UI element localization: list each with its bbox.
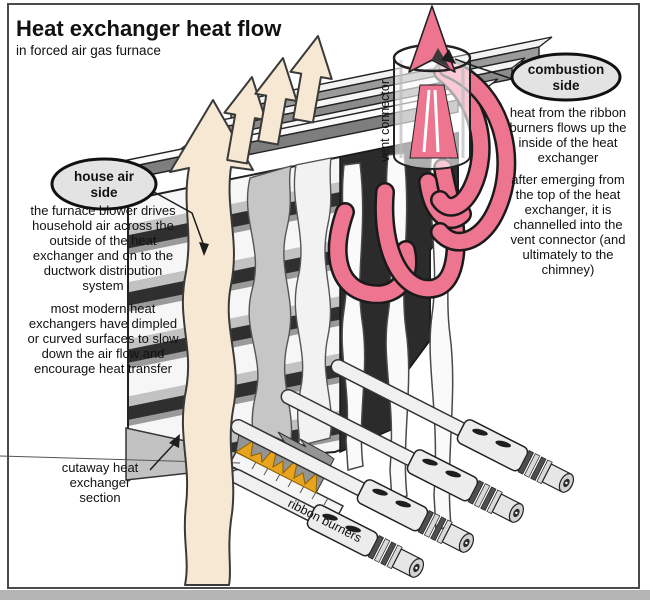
combustion-exit-arrow-shade: [432, 48, 450, 68]
house-air-p2-line2: exchangers have dimpled: [29, 316, 177, 331]
house-air-paragraph-1: the furnace blower drives household air …: [30, 203, 176, 293]
ribbon-burner-3: [280, 388, 525, 523]
combustion-p1-line3: inside of the heat: [518, 135, 617, 150]
dimpled-surface-gray: [246, 164, 293, 457]
house-air-p1-line3: outside of the heat: [50, 233, 157, 248]
diagram-title: Heat exchanger heat flow: [16, 16, 282, 41]
house-air-p2-line4: down the air flow and: [42, 346, 165, 361]
cutaway-label-line2: exchanger: [70, 475, 131, 490]
house-air-p1-line6: system: [82, 278, 123, 293]
combustion-p1-line4: exchanger: [538, 150, 599, 165]
house-air-p1-line4: exchanger and on to the: [33, 248, 173, 263]
combustion-leader: [454, 58, 513, 80]
flue-streams-in-cylinder: [409, 84, 459, 159]
house-air-p2-line1: most modern heat: [51, 301, 156, 316]
combustion-p2-line3: exchanger, it is: [525, 202, 612, 217]
exit-arrow-2: [254, 57, 298, 146]
leader-lines: [149, 49, 513, 471]
combustion-p1-line1: heat from the ribbon: [510, 105, 626, 120]
dimpled-surface-white: [293, 157, 332, 448]
combustion-ribbons: [327, 58, 517, 305]
house-air-side-label-2: side: [90, 185, 118, 200]
combustion-paragraph-1: heat from the ribbon burners flows up th…: [509, 105, 626, 165]
house-air-p2-line5: encourage heat transfer: [34, 361, 173, 376]
diagram-subtitle: in forced air gas furnace: [16, 43, 161, 58]
cutaway-leader: [149, 443, 175, 471]
house-air-paragraph-2: most modern heat exchangers have dimpled…: [27, 301, 179, 376]
combustion-side-badge: [510, 52, 622, 102]
house-air-exit-arrows: [223, 35, 333, 165]
combustion-p2-line7: chimney): [542, 262, 595, 277]
ribbon-burner-1: [229, 468, 425, 578]
combustion-side-label-1: combustion: [528, 62, 605, 77]
cutaway-label-line3: section: [79, 490, 120, 505]
house-air-leader-arrowhead: [199, 242, 209, 256]
combustion-paragraph-2: after emerging from the top of the heat …: [511, 172, 626, 277]
house-air-side-label-1: house air: [74, 169, 135, 184]
cutaway-label: cutaway heat exchanger section: [62, 460, 139, 505]
combustion-p2-line2: the top of the heat: [516, 187, 621, 202]
ribbon-burner-assemblies: [229, 358, 575, 578]
combustion-exit-arrow: [408, 5, 456, 73]
ribbon-burner-4: [330, 358, 575, 493]
stream-divider-1: [422, 89, 431, 153]
house-air-p1-line5: ductwork distribution: [44, 263, 163, 278]
combustion-side-label-2: side: [552, 78, 580, 93]
vent-connector-label: vent connector: [378, 80, 392, 162]
house-air-leader: [153, 191, 205, 247]
bottom-strip: [0, 590, 650, 600]
cutaway-label-line1: cutaway heat: [62, 460, 139, 475]
house-air-p1-line2: household air across the: [32, 218, 174, 233]
combustion-p1-line2: burners flows up the: [509, 120, 626, 135]
exit-arrow-3: [289, 35, 333, 124]
combustion-p2-line6: ultimately to the: [522, 247, 613, 262]
flame: [235, 439, 318, 494]
stream-divider-2: [433, 89, 440, 153]
house-air-p1-line1: the furnace blower drives: [30, 203, 176, 218]
house-air-side-badge: [50, 157, 158, 211]
house-air-arrow: [169, 99, 254, 586]
combustion-p2-line5: vent connector (and: [511, 232, 626, 247]
cutaway-leader-arrowhead: [169, 434, 180, 448]
combustion-leader-arrowhead: [441, 49, 456, 64]
ribbon-burner-2: [230, 418, 475, 553]
border-frame: [7, 3, 640, 589]
house-air-p2-line3: or curved surfaces to slow: [27, 331, 179, 346]
combustion-p2-line4: channelled into the: [513, 217, 622, 232]
combustion-p2-line1: after emerging from: [511, 172, 624, 187]
